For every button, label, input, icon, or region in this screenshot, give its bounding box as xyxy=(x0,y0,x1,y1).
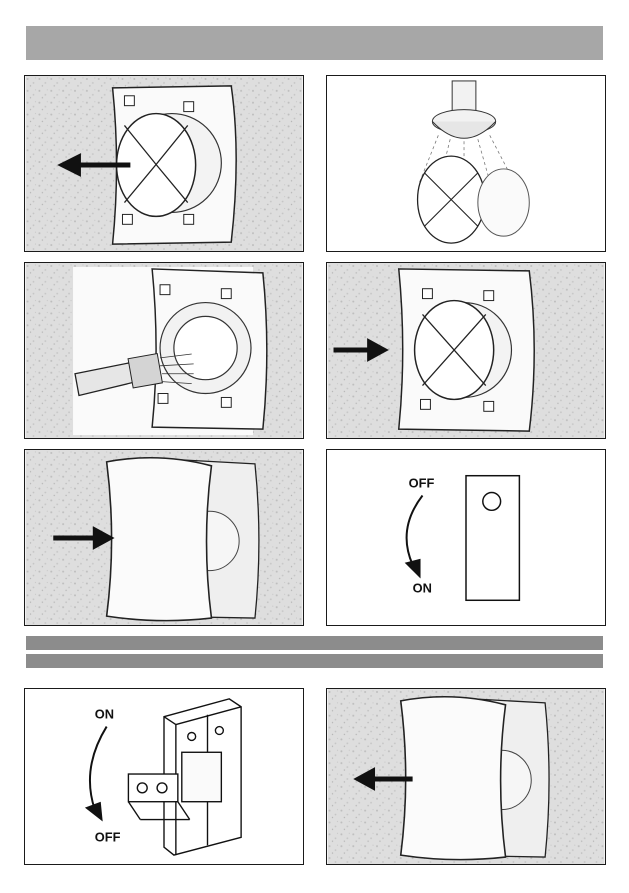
switch-to-label: ON xyxy=(413,580,432,595)
breaker-diagram: ON OFF xyxy=(25,689,303,864)
arrow-right-icon xyxy=(25,450,303,625)
breaker-from-label: ON xyxy=(95,707,114,722)
step-reinstall-grille xyxy=(326,262,606,439)
section-divider-bar xyxy=(26,636,603,650)
step-clean-with-brush xyxy=(24,262,304,439)
step-attach-cover xyxy=(24,449,304,626)
step-wash-grille xyxy=(326,75,606,252)
arrow-left-icon xyxy=(25,76,303,251)
breaker-to-label: OFF xyxy=(95,829,121,844)
section-divider-bar-2 xyxy=(26,654,603,668)
wall-switch-icon xyxy=(466,476,519,601)
switch-from-label: OFF xyxy=(409,476,435,491)
section-header-bar xyxy=(26,26,603,60)
wash-grille-illustration xyxy=(327,76,605,251)
switch-diagram: OFF ON xyxy=(327,450,605,625)
brush-cleaning-illustration xyxy=(25,263,303,438)
arrow-left-icon xyxy=(327,689,605,864)
step-remove-cover xyxy=(326,688,606,865)
step-remove-grille xyxy=(24,75,304,252)
step-switch-on: OFF ON xyxy=(326,449,606,626)
arrow-right-icon xyxy=(327,263,605,438)
step-breaker-off: ON OFF xyxy=(24,688,304,865)
